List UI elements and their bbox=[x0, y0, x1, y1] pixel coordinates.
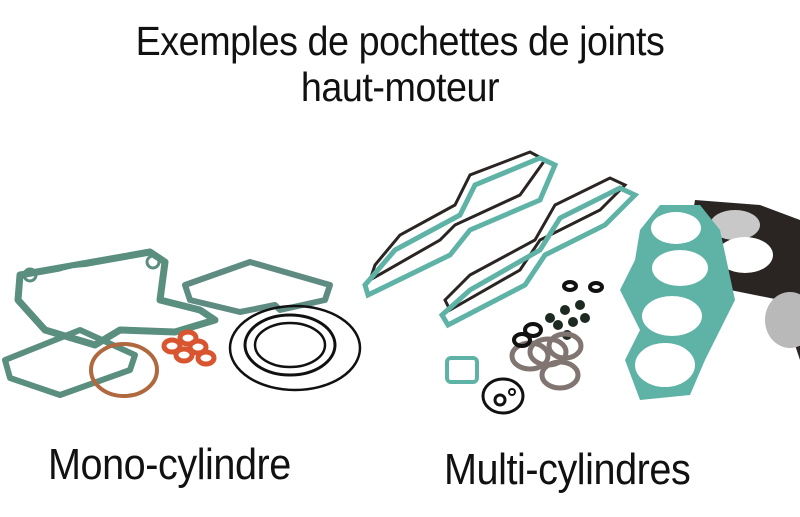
caption-mono-cylinder: Mono-cylindre bbox=[48, 440, 291, 489]
caption-multi-cylinder: Multi-cylindres bbox=[444, 445, 691, 494]
title-line-2: haut-moteur bbox=[300, 64, 500, 110]
page-title: Exemples de pochettes de joints haut-mot… bbox=[32, 18, 768, 110]
multi-cylinder-gasket-kit-icon bbox=[362, 150, 800, 415]
mono-cylinder-gasket-kit-icon bbox=[2, 248, 362, 398]
title-line-1: Exemples de pochettes de joints bbox=[135, 18, 665, 64]
